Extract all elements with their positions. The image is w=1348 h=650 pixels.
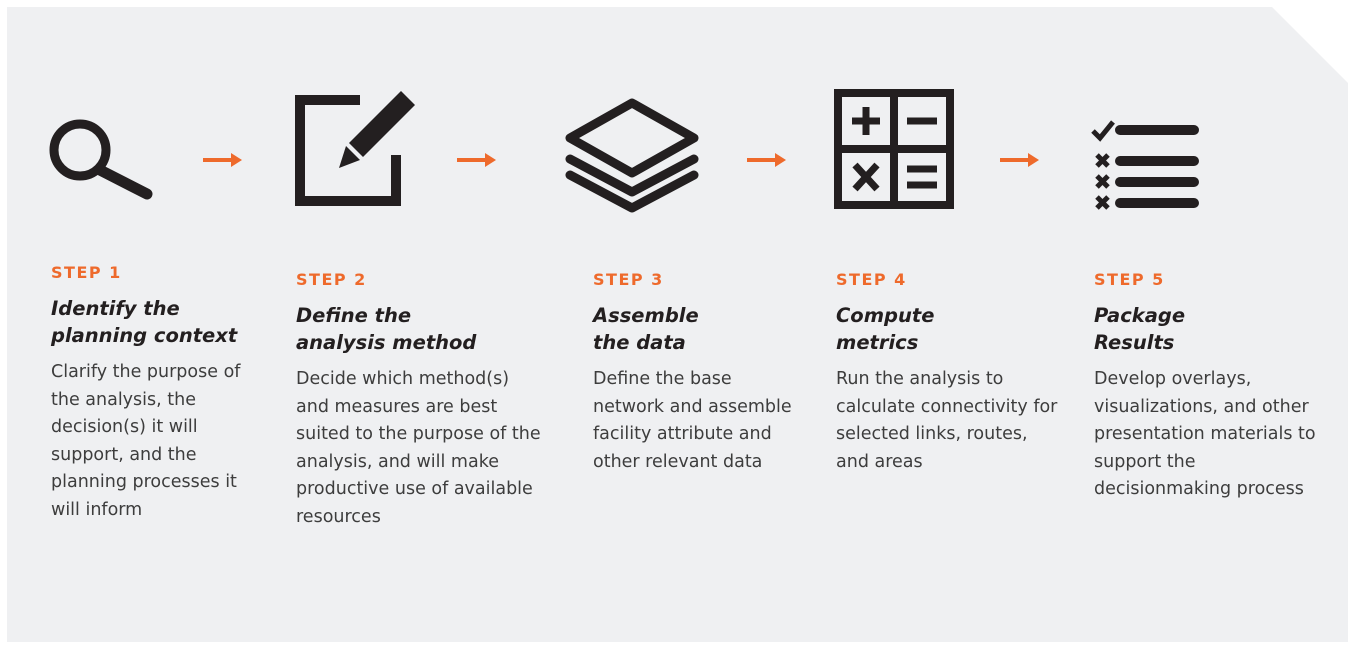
step-title-line: Compute — [836, 304, 935, 327]
step-label: STEP 2 — [296, 270, 367, 289]
step-label: STEP 1 — [51, 263, 122, 282]
step-title-line: Results — [1094, 331, 1175, 354]
edit-pencil-icon — [295, 91, 415, 206]
step-5: STEP 5 Package Results Develop overlays,… — [1094, 270, 1319, 504]
step-title-line: the data — [593, 331, 686, 354]
step-title: Define the analysis method — [296, 302, 546, 356]
arrow-right-icon — [203, 153, 242, 167]
step-description: Run the analysis to calculate connectivi… — [836, 369, 1058, 472]
step-title-line: metrics — [836, 331, 919, 354]
step-title: Package Results — [1094, 302, 1319, 356]
step-title-line: Assemble — [593, 304, 699, 327]
step-label: STEP 3 — [593, 270, 664, 289]
magnifier-icon — [49, 119, 153, 200]
arrow-right-icon — [1000, 153, 1039, 167]
calculator-icon — [834, 89, 954, 209]
step-title-line: analysis method — [296, 331, 477, 354]
checklist-icon — [1091, 120, 1199, 210]
step-description: Clarify the purpose of the analysis, the… — [51, 362, 241, 520]
step-3: STEP 3 Assemble the data Define the base… — [593, 270, 793, 476]
arrow-right-icon — [747, 153, 786, 167]
step-1: STEP 1 Identify the planning context Cla… — [51, 263, 256, 524]
step-description: Define the base network and assemble fac… — [593, 369, 792, 472]
step-title-line: Identify the — [51, 297, 180, 320]
arrow-right-icon — [457, 153, 496, 167]
step-4: STEP 4 Compute metrics Run the analysis … — [836, 270, 1066, 476]
step-2: STEP 2 Define the analysis method Decide… — [296, 270, 546, 531]
step-label: STEP 5 — [1094, 270, 1165, 289]
step-title-line: Define the — [296, 304, 412, 327]
step-description: Decide which method(s) and measures are … — [296, 369, 541, 527]
step-label: STEP 4 — [836, 270, 907, 289]
background-panel — [7, 7, 1348, 642]
step-title: Compute metrics — [836, 302, 1066, 356]
step-title-line: Package — [1094, 304, 1186, 327]
step-title: Assemble the data — [593, 302, 793, 356]
step-description: Develop overlays, visualizations, and ot… — [1094, 369, 1316, 499]
step-title: Identify the planning context — [51, 295, 256, 349]
layers-icon — [565, 98, 699, 213]
step-title-line: planning context — [51, 324, 238, 347]
